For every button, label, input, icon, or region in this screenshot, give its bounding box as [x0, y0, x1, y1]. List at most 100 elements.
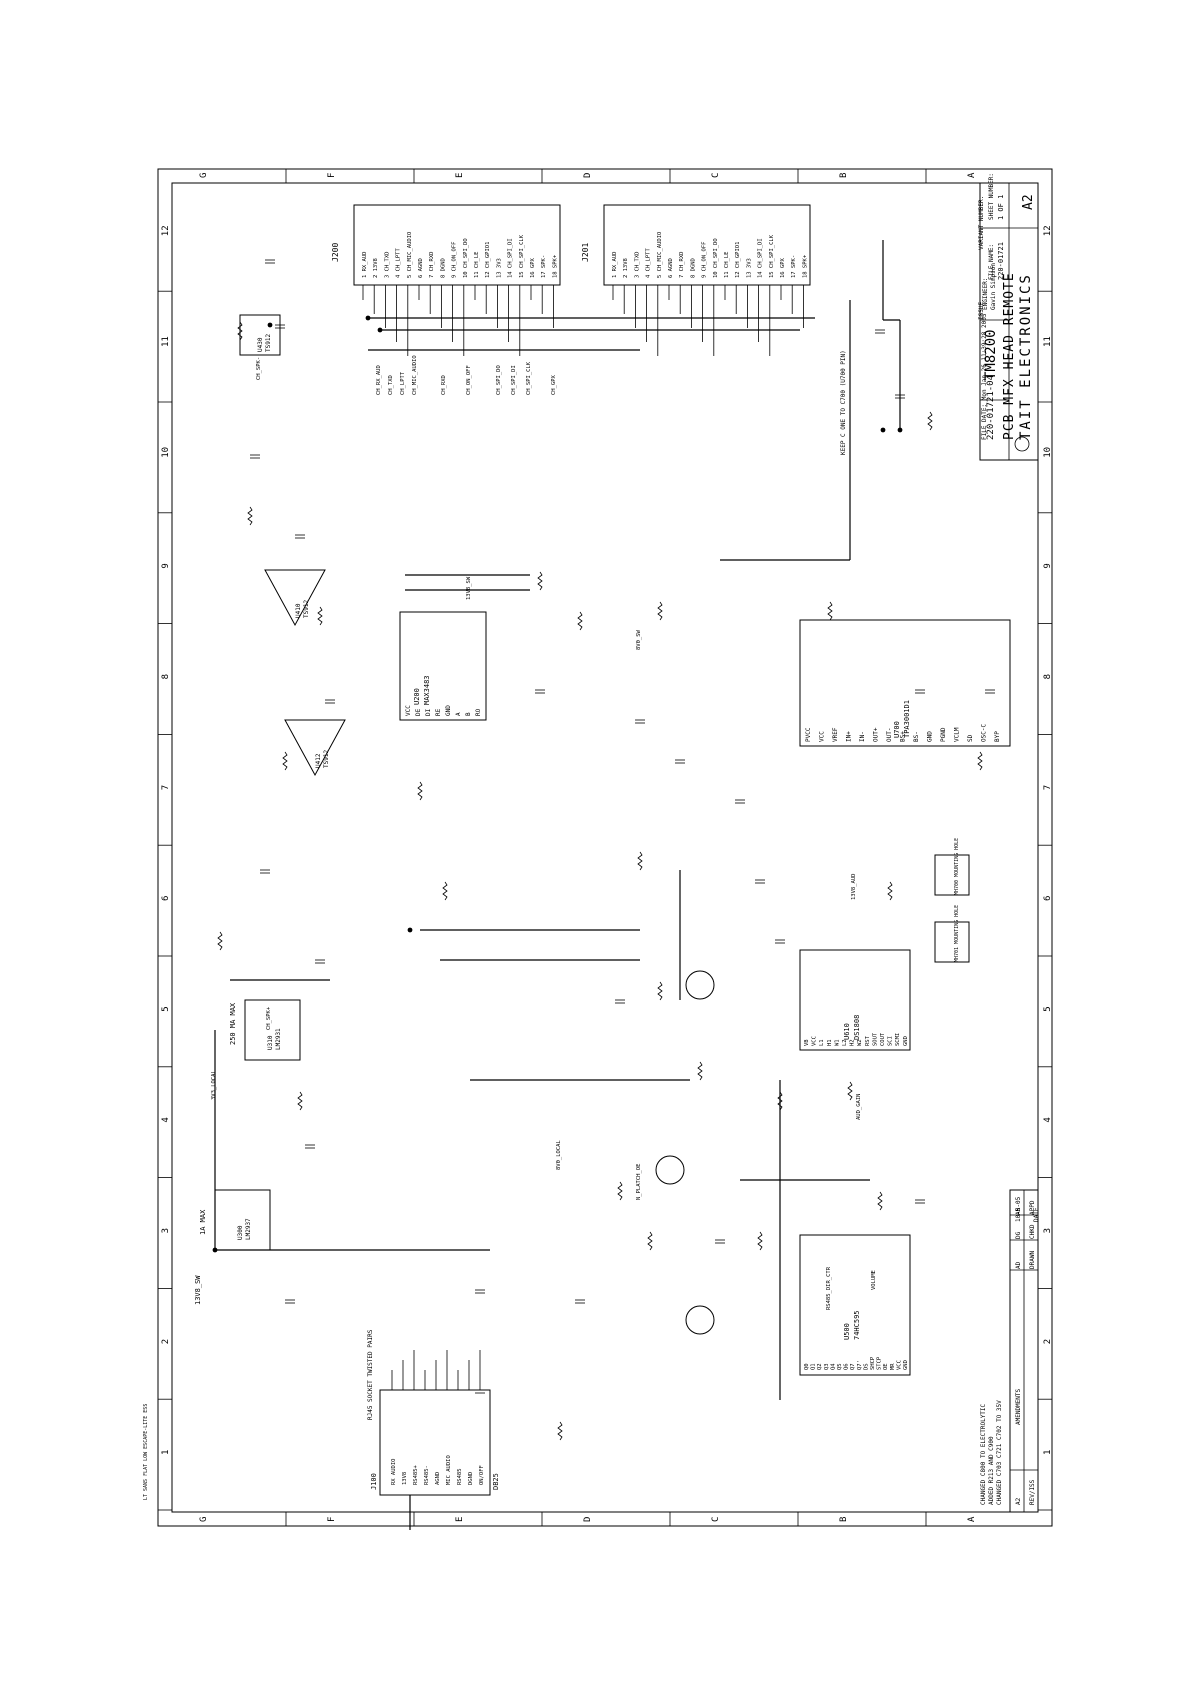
frame-col-4-right: 4: [1043, 1117, 1053, 1122]
u310-note: 250 MA MAX: [229, 1002, 237, 1045]
frame-col-8-right: 8: [1043, 674, 1053, 679]
u310-ref: U310: [267, 1035, 274, 1050]
opamp-u410: U410 TS912: [264, 569, 326, 627]
connector-wires: [362, 285, 804, 356]
u500-pin-q1: Q1: [811, 1363, 817, 1370]
u610-pin-w2: W2: [857, 1039, 863, 1046]
mounting-hole-1: MH700 MOUNTING HOLE: [954, 838, 960, 895]
j100-pin-2: 13V8: [402, 1472, 408, 1485]
u700-pin-pgnd: PGND: [940, 727, 947, 742]
u700-pin-gnd: GND: [927, 731, 934, 742]
u500-pin-q7-: Q7': [857, 1360, 863, 1370]
u610-pin-l1: L1: [819, 1039, 825, 1046]
frame-col-6-left: 6: [161, 896, 171, 901]
rev-row-date: 10-5-05: [1015, 1196, 1022, 1222]
u700-pin-sd: SD: [967, 734, 974, 742]
j100-type: DB25: [492, 1473, 500, 1490]
j201-pin-13: 13 3V3: [746, 258, 752, 278]
j201-pin-14: 14 CH_SPI_DI: [758, 238, 764, 278]
frame-row-A-top: A: [967, 172, 977, 178]
j200-pin-13: 13 3V3: [496, 258, 502, 278]
frame-col-9-left: 9: [161, 563, 171, 568]
opamp-u412: U412 TS912: [284, 719, 346, 777]
drawing-frame: [157, 168, 1053, 1527]
title-file-label: FILE NAME:: [988, 244, 995, 280]
net-volume: VOLUME: [871, 1270, 877, 1290]
u610-pin-vcc: VCC: [812, 1036, 818, 1046]
u300-part: LM2937: [245, 1218, 252, 1240]
frame-col-7-left: 7: [161, 785, 171, 790]
j201-pin-1: 1 RX_AUD: [612, 252, 618, 279]
j200-pin-10: 10 CH_SPI_DO: [463, 238, 469, 278]
u610-pin-sout: SOUT: [872, 1032, 878, 1046]
frame-row-D-bottom: D: [583, 1517, 593, 1522]
u500-pin-q5: Q5: [837, 1363, 843, 1370]
u610-pin-vb: VB: [804, 1039, 810, 1046]
j200-pin-4: 4 CH_LPTT: [396, 248, 402, 278]
u200-pin-b: B: [465, 712, 472, 716]
frame-col-1-left: 1: [161, 1450, 171, 1455]
j201-pin-4: 4 CH_LPTT: [646, 248, 652, 278]
u610-pin-scmi: SCMI: [895, 1033, 901, 1046]
frame-row-E-top: E: [455, 173, 465, 178]
title-file: 220-01721: [997, 242, 1005, 280]
u200-ref: U200: [413, 688, 421, 705]
bus-lines: [214, 240, 901, 1530]
frame-col-11-left: 11: [161, 336, 171, 347]
u500-pin-gnd: GND: [903, 1360, 909, 1370]
top-note: LT SANS FLAT LOW ESCAPE-LITE ESS: [143, 1404, 149, 1500]
frame-col-5-right: 5: [1043, 1006, 1053, 1011]
title-line-2: PCB MFX HEAD REMOTE: [1002, 272, 1017, 440]
u700-pin-out-: OUT+: [873, 727, 880, 742]
title-date-printed: FILE DATE: Mon Jan 26 11:39:28 2005: [981, 313, 988, 440]
frame-row-C-top: C: [711, 173, 721, 178]
frame-row-F-top: F: [327, 173, 337, 178]
u700-part: TPA3001D1: [903, 700, 911, 738]
frame-col-6-right: 6: [1043, 896, 1053, 901]
u500-pin-shcp: SHCP: [870, 1356, 876, 1370]
frame-col-3-left: 3: [161, 1228, 171, 1233]
frame-row-F-bottom: F: [327, 1517, 337, 1522]
title-revision: A2: [1021, 194, 1036, 210]
j100-note: RJ45 SOCKET TWISTED PAIRS: [367, 1329, 374, 1420]
frame-col-12-left: 12: [161, 225, 171, 236]
u500-pin-vcc: VCC: [896, 1360, 902, 1370]
title-line-1: TM8200: [983, 329, 999, 380]
notes: CHANGED C800 TO ELECTROLYTIC ADDED R213 …: [980, 1400, 1003, 1505]
net-ch-on-off: CH_ON_OFF: [466, 365, 472, 395]
rev-row-iss: A2: [1015, 1497, 1022, 1505]
note-line-2: ADDED R213 AND C900: [988, 1436, 995, 1505]
transistors: [655, 970, 715, 1335]
u412-ref: U412: [315, 753, 322, 768]
j201-pin-11: 11 CH_LE: [724, 252, 730, 279]
j201-pin-18: 18 SPK+: [802, 254, 808, 278]
net-aud-gain: AUD_GAIN: [856, 1094, 862, 1121]
j100-pin-3: RS485+: [413, 1464, 419, 1485]
u300-note: 1A MAX: [199, 1209, 207, 1235]
j201-ref: J201: [581, 243, 590, 262]
u700-ref: U700: [893, 721, 901, 738]
j200-pin-17: 17 SPK-: [541, 255, 547, 278]
j201-pin-17: 17 SPK-: [791, 255, 797, 278]
rev-header-iss: REV/ISS: [1029, 1479, 1036, 1505]
net-ch-txd: CH_TXD: [388, 375, 394, 395]
u610-pin-cout: COUT: [880, 1032, 886, 1046]
note-line-3: CHANGED C703 C721 C702 TO 35V: [996, 1400, 1003, 1505]
u700-pin-osc-c: OSC-C: [981, 724, 988, 742]
ic-u310: U310 LM2931 250 MA MAX: [229, 999, 301, 1061]
frame-row-G-top: G: [199, 173, 209, 178]
rev-header-date: DATE: [1033, 1207, 1040, 1222]
u200-pin-di: DI: [425, 708, 432, 716]
passive-components: [217, 259, 995, 1441]
u700-pin-bs-: BS+: [900, 731, 907, 742]
net-n-platch-oe: N_PLATCH_OE: [636, 1164, 642, 1200]
net-ch-spi-clk: CH_SPI_CLK: [526, 361, 532, 395]
j201-pin-7: 7 CH_RXD: [679, 252, 685, 279]
frame-col-9-right: 9: [1043, 563, 1053, 568]
j100-pin-1: RX AUDIO: [391, 1459, 397, 1486]
